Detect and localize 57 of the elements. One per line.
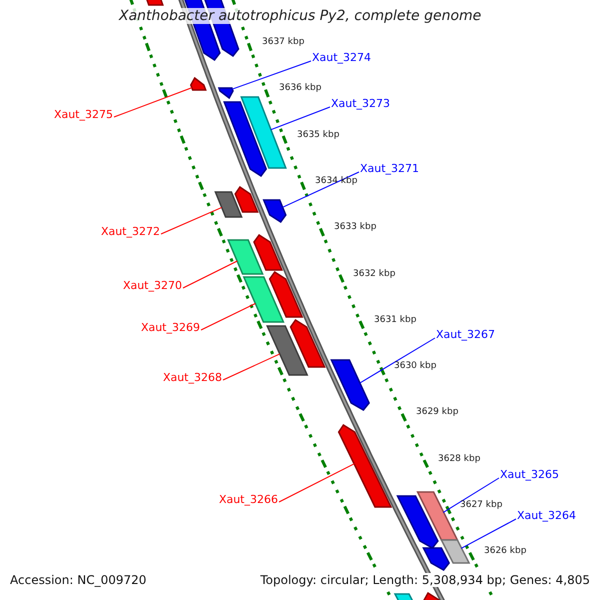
leader-line: [200, 303, 256, 330]
leader-line: [278, 463, 355, 502]
gene-feature: [290, 318, 326, 368]
gene-feature: [330, 359, 370, 411]
gene-feature: [416, 491, 459, 541]
leader-line: [114, 87, 193, 118]
leader-line: [282, 172, 360, 208]
gene-label: Xaut_3265: [500, 468, 560, 481]
gene-feature: [218, 87, 234, 100]
scale-label: 3630 kbp: [394, 361, 436, 371]
scale-label: 3631 kbp: [374, 315, 416, 325]
gene-feature: [338, 424, 392, 508]
gene-feature: [253, 234, 284, 271]
gene-label: Xaut_3272: [100, 225, 160, 238]
gene-feature: [190, 76, 207, 91]
leader-line: [442, 478, 500, 513]
leader-line: [182, 260, 238, 288]
gene-label: Xaut_3271: [360, 162, 420, 175]
scale-label: 3633 kbp: [334, 222, 376, 232]
leader-line: [232, 60, 312, 90]
gene-label: Xaut_3274: [312, 51, 372, 64]
scale-label: 3629 kbp: [416, 407, 458, 417]
gene-feature: [266, 325, 308, 376]
leader-line: [359, 338, 436, 384]
leader-line: [222, 353, 280, 380]
gene-feature: [262, 199, 287, 224]
leader-line: [160, 206, 222, 234]
leader-line: [270, 106, 330, 130]
genome-info-label: Topology: circular; Length: 5,308,934 bp; Genes: 4,805: [260, 573, 590, 587]
gene-feature: [223, 101, 268, 178]
scale-label: 3636 kbp: [279, 83, 322, 93]
gene-feature: [422, 547, 450, 571]
scale-label: 3626 kbp: [484, 546, 526, 556]
leader-line: [460, 518, 516, 549]
gene-feature: [268, 270, 304, 318]
scale-label: 3634 kbp: [315, 176, 358, 186]
gene-label: Xaut_3267: [436, 328, 496, 341]
gene-feature: [214, 191, 243, 218]
gene-label: Xaut_3270: [122, 279, 182, 292]
gene-label: Xaut_3264: [517, 509, 576, 522]
gene-label: Xaut_3268: [162, 371, 222, 384]
accession-label: Accession: NC_009720: [10, 573, 146, 587]
gene-label: Xaut_3273: [331, 97, 390, 110]
gene-label: Xaut_3266: [218, 493, 278, 506]
gene-feature: [242, 276, 285, 323]
scale-label: 3637 kbp: [262, 37, 304, 47]
scale-label: 3627 kbp: [460, 500, 502, 510]
scale-label: 3635 kbp: [297, 130, 340, 140]
gene-feature: [440, 539, 470, 564]
gene-feature: [396, 495, 439, 549]
gene-feature: [240, 96, 287, 169]
gene-label: Xaut_3275: [54, 108, 113, 121]
gene-feature: [227, 239, 264, 275]
gene-feature: [234, 186, 259, 213]
scale-label: 3628 kbp: [438, 454, 480, 464]
gene-label: Xaut_3269: [140, 321, 200, 334]
scale-label: 3632 kbp: [353, 269, 396, 279]
